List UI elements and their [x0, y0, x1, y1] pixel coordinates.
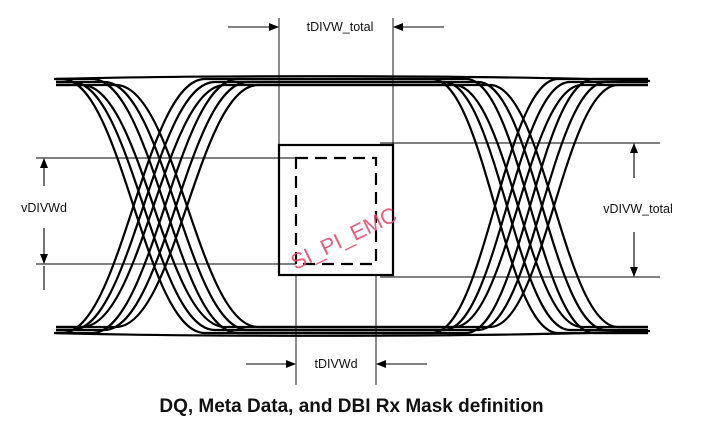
tdivwd-label: tDIVWd [314, 357, 357, 371]
eye-trace [56, 83, 648, 329]
eye-trace [53, 329, 651, 337]
vdivw-total-label: vDIVW_total [603, 202, 672, 216]
eye-trace [56, 77, 648, 335]
outer-mask [277, 143, 395, 277]
inner-mask [294, 156, 378, 266]
eye-traces [53, 75, 651, 337]
vdivwd-label: vDIVWd [21, 201, 67, 215]
eye-trace [56, 83, 648, 329]
eye-trace [56, 83, 648, 329]
eye-trace [56, 83, 648, 329]
figure-caption: DQ, Meta Data, and DBI Rx Mask definitio… [159, 396, 544, 417]
eye-trace [53, 75, 651, 83]
eye-trace [56, 77, 648, 335]
tdivw-total-label: tDIVW_total [307, 20, 374, 34]
eye-trace [56, 80, 648, 332]
